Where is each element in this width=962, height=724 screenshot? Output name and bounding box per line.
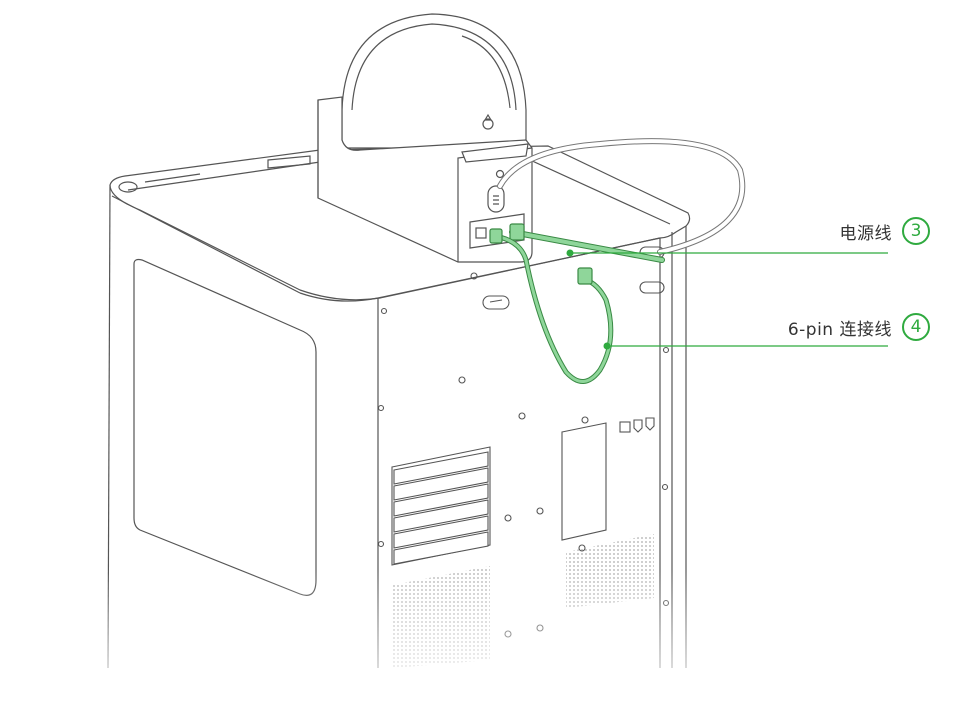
- callout-6pin-cable: 6-pin 连接线 4: [788, 313, 930, 341]
- callout-number-badge: 3: [902, 217, 930, 245]
- callout-label: 6-pin 连接线: [787, 319, 892, 340]
- callout-power-cable: 电源线 3: [839, 217, 930, 245]
- filament-dryer-box: [317, 13, 533, 263]
- callout-label: 电源线: [839, 223, 892, 244]
- bottom-fade: [0, 380, 962, 724]
- leader-dot-3: [566, 249, 574, 257]
- leader-dot-4: [603, 342, 611, 350]
- callout-leaders: [566, 249, 888, 350]
- callout-number-badge: 4: [902, 313, 930, 341]
- power-cable: [497, 138, 746, 255]
